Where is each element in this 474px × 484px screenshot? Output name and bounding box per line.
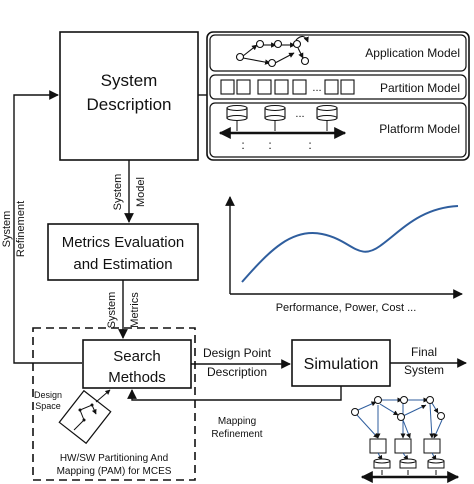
- design-space-label: Design Space: [34, 390, 62, 411]
- curve-x-label: Performance, Power, Cost ...: [276, 302, 417, 314]
- svg-text:Refinement: Refinement: [211, 429, 262, 440]
- simulation-block: Simulation: [291, 339, 391, 387]
- svg-text:Refinement: Refinement: [15, 201, 27, 257]
- design-space-icon: [58, 389, 112, 445]
- system-model-label: System Model: [112, 174, 147, 211]
- pam-caption: HW/SW Partitioning And Mapping (PAM) for…: [57, 453, 172, 477]
- svg-text:Final: Final: [411, 345, 437, 359]
- mapped-system-icon: [351, 396, 460, 483]
- svg-text:System: System: [112, 174, 124, 211]
- svg-text:Space: Space: [35, 401, 61, 411]
- system-metrics-label: System Metrics: [106, 292, 141, 329]
- system-refinement-loop: [13, 90, 82, 364]
- metrics-line1: Metrics Evaluation: [62, 234, 185, 251]
- mapping-refinement-arrow: [127, 386, 342, 401]
- platform-vdots-1: :: [241, 138, 244, 152]
- svg-text:System: System: [106, 292, 118, 329]
- system-description-block: System Description: [59, 31, 199, 161]
- platform-vdots-3: :: [308, 138, 311, 152]
- svg-text:Model: Model: [135, 177, 147, 207]
- bus-taps: [236, 121, 328, 131]
- application-model-label: Application Model: [365, 46, 460, 60]
- svg-text:HW/SW Partitioning And: HW/SW Partitioning And: [60, 453, 168, 464]
- partition-model-panel: Partition Model ...: [209, 74, 467, 100]
- pam-region: [32, 327, 196, 481]
- svg-text:Description: Description: [207, 365, 267, 379]
- search-line1: Search: [113, 348, 161, 365]
- simulation-label: Simulation: [304, 356, 379, 373]
- final-system-label: Final System: [404, 345, 444, 377]
- metrics-line2: and Estimation: [73, 256, 172, 273]
- svg-text:System: System: [404, 363, 444, 377]
- design-space-pointer: [95, 389, 111, 403]
- task-graph-icon: [235, 35, 310, 68]
- search-methods-block: Search Methods: [82, 339, 192, 389]
- mapping-refinement-label: Mapping Refinement: [211, 416, 262, 440]
- model-stack: Application Model Partition Model: [206, 31, 470, 161]
- svg-text:Mapping (PAM) for MCES: Mapping (PAM) for MCES: [57, 466, 172, 477]
- svg-text:System: System: [1, 211, 13, 248]
- application-model-panel: Application Model: [209, 34, 467, 72]
- system-refinement-label: System Refinement: [1, 201, 27, 257]
- platform-ellipsis: ...: [295, 108, 304, 120]
- platform-vdots-2: :: [268, 138, 271, 152]
- svg-text:Design: Design: [34, 390, 62, 400]
- svg-text:Design Point: Design Point: [203, 346, 272, 360]
- platform-model-label: Platform Model: [379, 122, 460, 136]
- partition-model-label: Partition Model: [380, 81, 460, 95]
- platform-model-panel: Platform Model ... : :: [209, 102, 467, 158]
- performance-curve-plot: Performance, Power, Cost ...: [225, 196, 463, 314]
- svg-text:Metrics: Metrics: [129, 292, 141, 328]
- metrics-evaluation-block: Metrics Evaluation and Estimation: [47, 223, 199, 281]
- processor-cylinders-icon: [226, 104, 338, 122]
- design-point-label: Design Point Description: [203, 346, 272, 379]
- system-description-line2: Description: [86, 95, 171, 114]
- svg-text:Mapping: Mapping: [218, 416, 256, 427]
- partition-ellipsis: ...: [312, 82, 321, 94]
- partition-squares-icon: [220, 79, 355, 95]
- curve-line: [241, 205, 459, 283]
- system-description-line1: System: [101, 71, 158, 90]
- search-line2: Methods: [108, 369, 166, 386]
